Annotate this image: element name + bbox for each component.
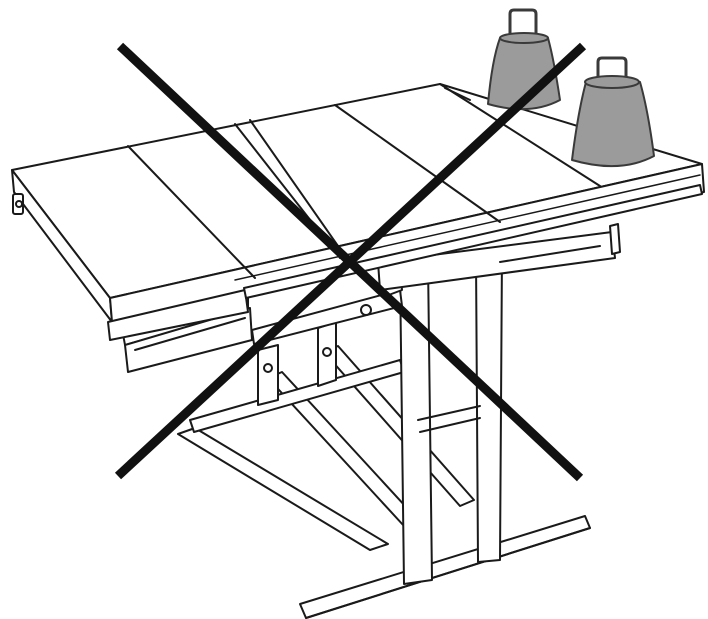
cross-stroke-right-to-left [114, 42, 587, 480]
prohibited-cross-mark [114, 42, 587, 482]
table-base-foot [177, 427, 591, 619]
weight-back [487, 8, 561, 111]
weight-front [571, 56, 655, 168]
table-legs [257, 251, 503, 585]
folding-table [11, 8, 705, 619]
table-right-apron [377, 223, 621, 291]
